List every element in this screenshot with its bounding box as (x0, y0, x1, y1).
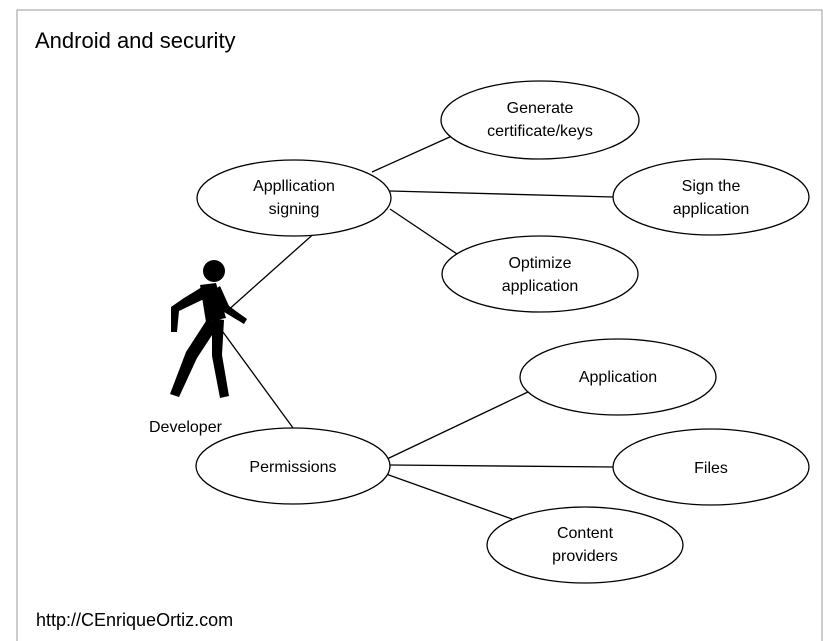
edge-permissions-application (386, 390, 531, 460)
edge-permissions-files (389, 464, 614, 468)
node-label-line: Sign the (682, 178, 741, 195)
use-case-application: Application (519, 338, 717, 416)
edge-signing-sign (389, 190, 614, 198)
node-label-line: certificate/keys (487, 123, 593, 140)
use-case-generate-certificate-keys: Generate certificate/keys (440, 80, 640, 160)
node-label-line: Generate (507, 100, 574, 117)
use-case-application-signing: Appllication signing (196, 159, 392, 237)
use-case-optimize-application: Optimize application (441, 235, 639, 313)
node-label-line: application (673, 201, 750, 218)
node-label-line: signing (269, 201, 320, 218)
node-label-line: Optimize (508, 255, 571, 272)
edge-signing-generate (371, 135, 453, 173)
diagram-title: Android and security (35, 28, 236, 53)
actor-label: Developer (149, 419, 223, 436)
edge-developer-permissions (219, 327, 297, 433)
edges (219, 135, 614, 520)
edge-signing-optimize (389, 208, 464, 259)
edge-developer-signing (225, 229, 319, 313)
node-label-line: Files (694, 460, 728, 477)
node-label-line: providers (552, 548, 618, 565)
node-label-line: application (502, 278, 579, 295)
node-label-line: Content (557, 525, 614, 542)
node-label-line: Application (579, 369, 657, 386)
edge-permissions-content (385, 473, 513, 520)
walking-person-icon (170, 260, 247, 398)
diagram-frame (16, 9, 823, 641)
node-label-line: Appllication (253, 178, 335, 195)
use-case-files: Files (612, 428, 810, 506)
use-case-permissions: Permissions (195, 427, 391, 505)
use-case-content-providers: Content providers (486, 506, 684, 584)
node-label-line: Permissions (249, 459, 336, 476)
footer-url: http://CEnriqueOrtiz.com (36, 610, 233, 630)
use-case-sign-the-application: Sign the application (612, 158, 810, 236)
